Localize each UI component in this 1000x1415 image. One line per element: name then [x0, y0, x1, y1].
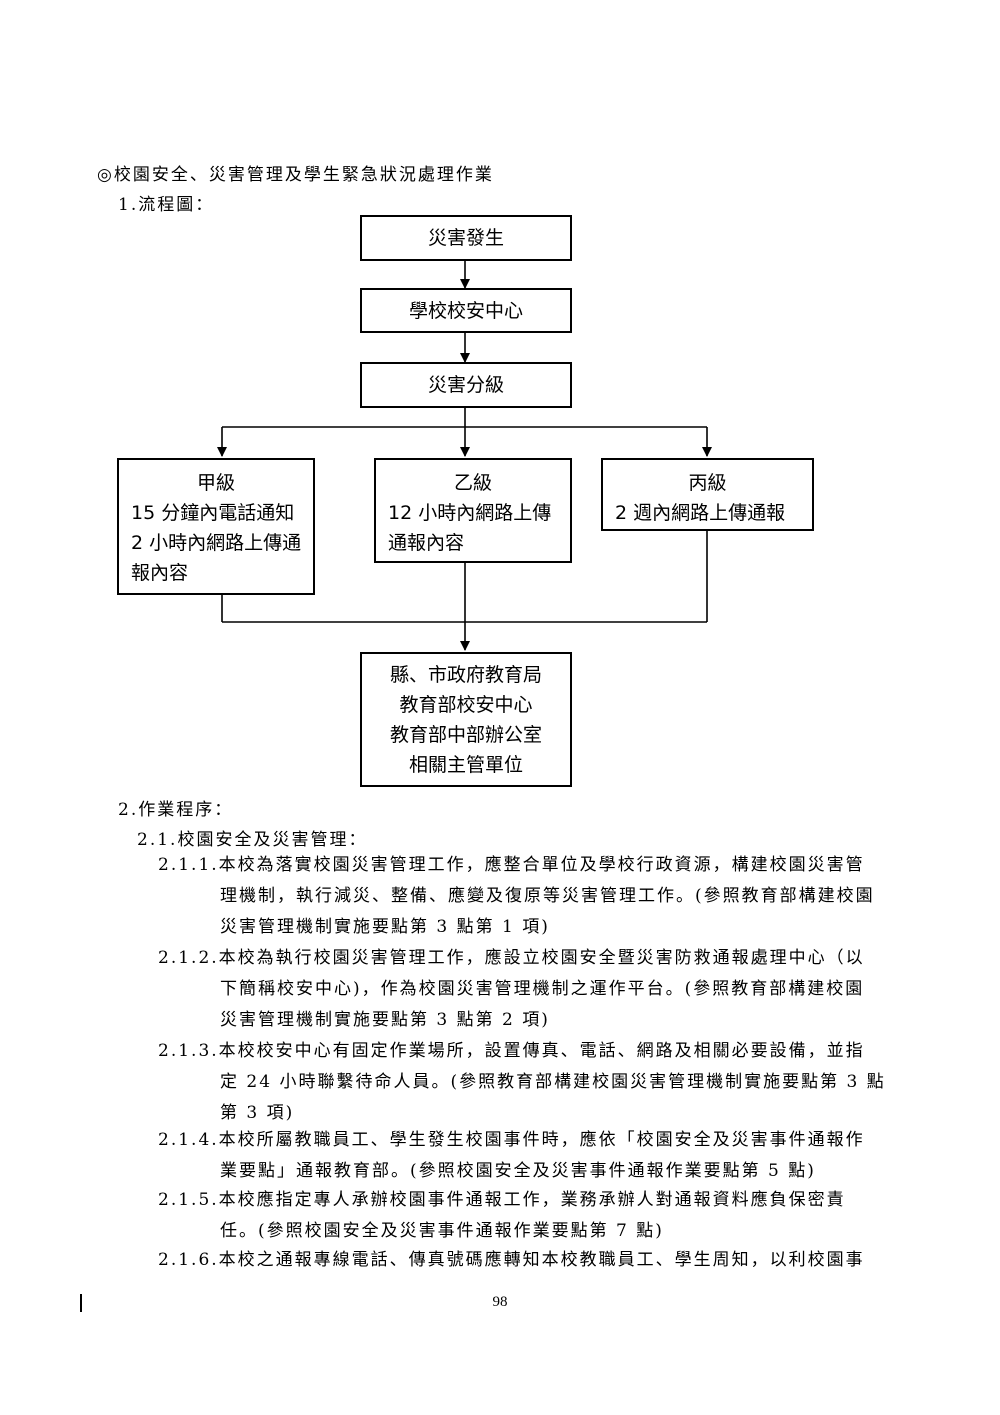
item-line: 災害管理機制實施要點第 3 點第 2 項)	[220, 1010, 550, 1030]
procedure-item-4: 2.1.4.本校所屬教職員工、學生發生校園事件時，應依「校園安全及災害事件通報作…	[158, 1125, 865, 1187]
item-number: 2.1.4.	[158, 1130, 219, 1150]
item-number: 2.1.6.	[158, 1250, 219, 1270]
node-destinations: 縣、市政府教育局 教育部校安中心 教育部中部辦公室 相關主管單位	[360, 652, 572, 787]
item-line: 定 24 小時聯繫待命人員。(參照教育部構建校園災害管理機制實施要點第 3 點	[220, 1072, 886, 1092]
grade-a-line-2: 2 小時內網路上傳通	[131, 532, 302, 554]
page-number: 98	[492, 1294, 508, 1310]
change-bar	[80, 1294, 82, 1312]
item-number: 2.1.2.	[158, 948, 219, 968]
procedure-item-2: 2.1.2.本校為執行校園災害管理工作，應設立校園安全暨災害防救通報處理中心（以…	[158, 943, 865, 1036]
item-number: 2.1.5.	[158, 1190, 219, 1210]
node-school-safety-center-label: 學校校安中心	[408, 299, 523, 322]
sub-heading: 2.1.校園安全及災害管理：	[137, 830, 368, 850]
item-line: 本校之通報專線電話、傳真號碼應轉知本校教職員工、學生周知，以利校園事	[218, 1250, 865, 1270]
procedure-heading: 2.作業程序：	[118, 800, 234, 820]
item-line: 本校所屬教職員工、學生發生校園事件時，應依「校園安全及災害事件通報作	[218, 1130, 865, 1150]
node-disaster-grading: 災害分級	[360, 362, 572, 408]
section-title: ◎校園安全、災害管理及學生緊急狀況處理作業	[97, 165, 494, 185]
item-number: 2.1.3.	[158, 1041, 219, 1061]
item-line: 災害管理機制實施要點第 3 點第 1 項)	[220, 917, 550, 937]
grade-c-title: 丙級	[688, 472, 727, 494]
item-line: 本校應指定專人承辦校園事件通報工作，業務承辦人對通報資料應負保密責	[218, 1190, 846, 1210]
procedure-item-5: 2.1.5.本校應指定專人承辦校園事件通報工作，業務承辦人對通報資料應負保密責 …	[158, 1185, 846, 1247]
procedure-item-1: 2.1.1.本校為落實校園災害管理工作，應整合單位及學校行政資源，構建校園災害管…	[158, 850, 875, 943]
item-line: 下簡稱校安中心)，作為校園災害管理機制之運作平台。(參照教育部構建校園	[220, 979, 865, 999]
destination-3: 教育部中部辦公室	[389, 723, 542, 746]
procedure-item-3: 2.1.3.本校校安中心有固定作業場所，設置傳真、電話、網路及相關必要設備，並指…	[158, 1036, 886, 1129]
item-number: 2.1.1.	[158, 855, 219, 875]
node-disaster-grading-label: 災害分級	[427, 374, 504, 396]
item-line: 本校為落實校園災害管理工作，應整合單位及學校行政資源，構建校園災害管	[218, 855, 865, 875]
item-line: 本校為執行校園災害管理工作，應設立校園安全暨災害防救通報處理中心（以	[218, 948, 865, 968]
grade-a-line-1: 15 分鐘內電話通知	[131, 502, 295, 524]
item-line: 本校校安中心有固定作業場所，設置傳真、電話、網路及相關必要設備，並指	[218, 1041, 865, 1061]
grade-b-line-2: 通報內容	[388, 532, 465, 554]
item-line: 理機制，執行減災、整備、應變及復原等災害管理工作。(參照教育部構建校園	[220, 886, 875, 906]
destination-4: 相關主管單位	[408, 753, 523, 776]
node-grade-b: 乙級 12 小時內網路上傳 通報內容	[374, 458, 572, 563]
node-school-safety-center: 學校校安中心	[360, 288, 572, 333]
item-line: 業要點」通報教育部。(參照校園安全及災害事件通報作業要點第 5 點)	[220, 1161, 816, 1181]
node-disaster-occurs-label: 災害發生	[427, 227, 504, 249]
procedure-item-6: 2.1.6.本校之通報專線電話、傳真號碼應轉知本校教職員工、學生周知，以利校園事	[158, 1245, 865, 1276]
item-line: 第 3 項)	[220, 1103, 295, 1123]
item-line: 任。(參照校園安全及災害事件通報作業要點第 7 點)	[220, 1221, 664, 1241]
grade-a-title: 甲級	[196, 472, 235, 494]
grade-b-title: 乙級	[453, 472, 492, 494]
node-disaster-occurs: 災害發生	[360, 215, 572, 261]
destination-2: 教育部校安中心	[399, 693, 533, 716]
grade-a-line-3: 報內容	[131, 562, 189, 584]
destination-1: 縣、市政府教育局	[389, 663, 542, 686]
grade-c-line-1: 2 週內網路上傳通報	[615, 502, 786, 524]
flowchart-connectors	[217, 261, 712, 651]
grade-b-line-1: 12 小時內網路上傳	[388, 502, 552, 524]
node-grade-a: 甲級 15 分鐘內電話通知 2 小時內網路上傳通 報內容	[117, 458, 315, 595]
flowchart-heading: 1.流程圖：	[118, 195, 215, 215]
node-grade-c: 丙級 2 週內網路上傳通報	[601, 458, 814, 531]
